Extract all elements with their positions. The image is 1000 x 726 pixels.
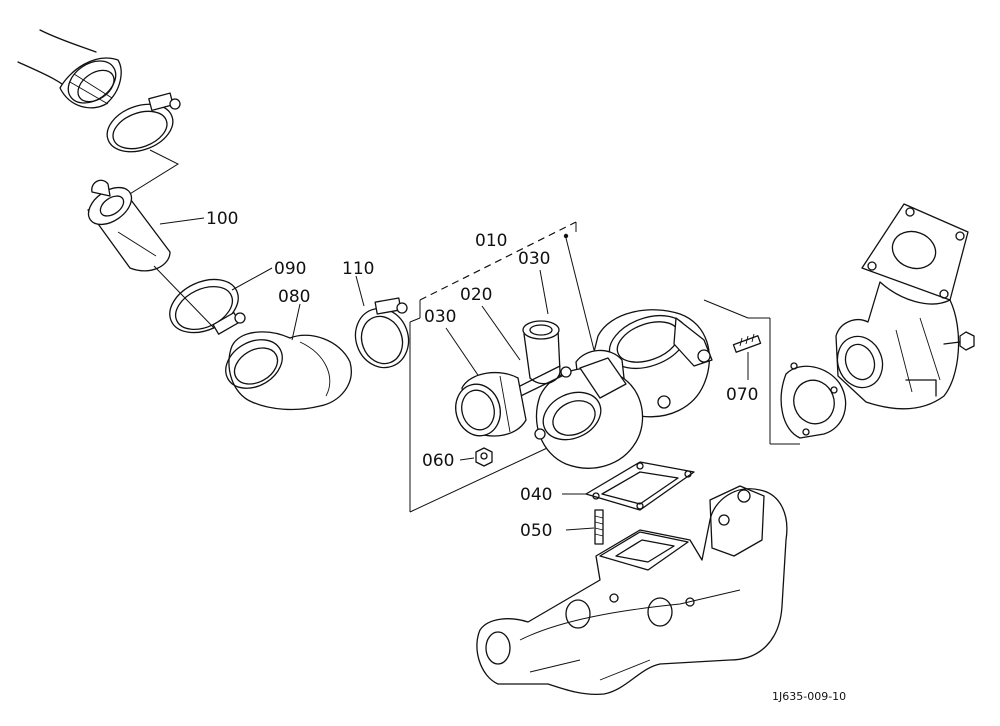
hose-clamp-110: [354, 297, 410, 369]
hose-clamp-090: [169, 278, 246, 335]
nut-060: [475, 447, 493, 467]
callout-100: 100: [206, 209, 238, 229]
exhaust-manifold: [476, 485, 788, 696]
callout-060: 060: [422, 451, 454, 471]
callout-030-left: 030: [424, 307, 456, 327]
callout-110: 110: [342, 259, 374, 279]
flange-gasket-right: [780, 362, 847, 439]
gasket-040: [585, 461, 695, 511]
assembly-bracket: [409, 221, 800, 513]
stud-070: [732, 333, 762, 353]
reference-code: 1J635-009-10: [772, 690, 846, 703]
exhaust-elbow-right: [835, 203, 969, 410]
actuator-030: [455, 371, 527, 437]
callout-070: 070: [726, 385, 758, 405]
callout-040: 040: [520, 485, 552, 505]
turbocharger-010: [495, 309, 713, 469]
callout-020: 020: [460, 285, 492, 305]
hose-clamp-top: [106, 92, 181, 153]
callout-080: 080: [278, 287, 310, 307]
pipe-cylinder-100: [87, 179, 171, 272]
callout-050: 050: [520, 521, 552, 541]
callout-090: 090: [274, 259, 306, 279]
stud-050: [594, 509, 604, 545]
elbow-hose-080: [225, 331, 352, 411]
intake-hose-top: [17, 29, 122, 109]
callout-010: 010: [475, 231, 507, 251]
callout-030-top: 030: [518, 249, 550, 269]
bolt-right: [943, 331, 975, 351]
